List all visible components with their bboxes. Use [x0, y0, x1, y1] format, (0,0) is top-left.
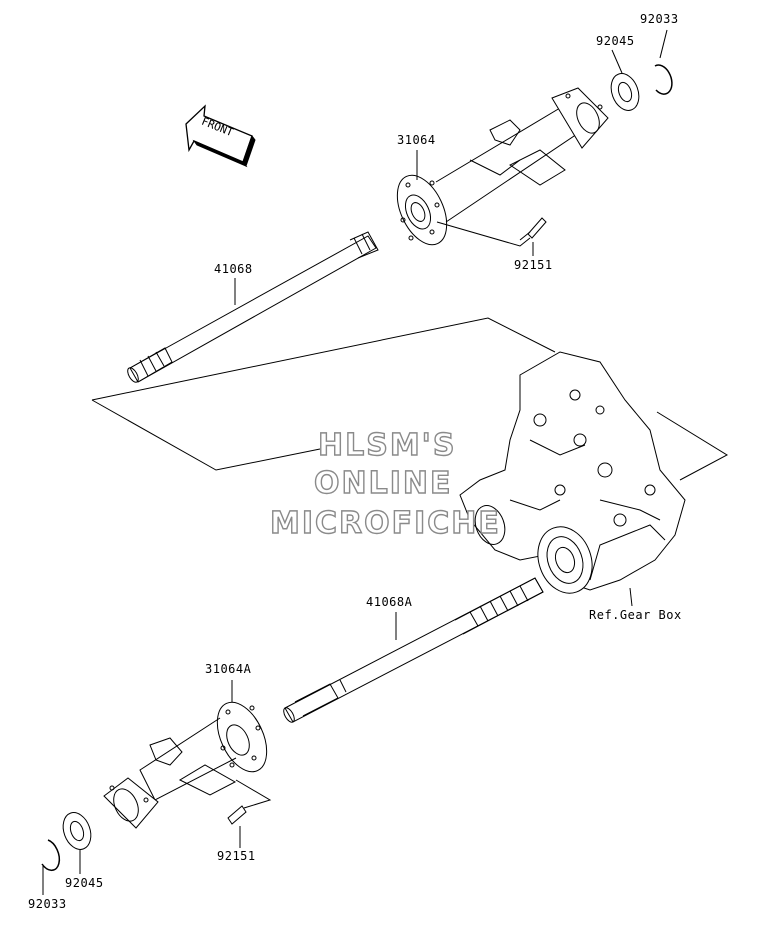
label-41068A: 41068A	[366, 595, 413, 609]
label-92151-bottom: 92151	[217, 849, 256, 863]
watermark-line-3: MICROFICHE	[269, 505, 501, 541]
front-arrow-icon: FRONT	[185, 104, 256, 168]
label-31064A: 31064A	[205, 662, 252, 676]
bearing-92045-bottom	[62, 812, 92, 850]
watermark-line-2: ONLINE	[313, 465, 453, 501]
watermark-line-1: HLSM'S	[317, 427, 457, 463]
circlip-92033-bottom	[41, 839, 61, 872]
label-31064: 31064	[397, 133, 436, 147]
label-92045-bottom: 92045	[65, 876, 104, 890]
label-ref-gear-box: Ref.Gear Box	[589, 608, 682, 622]
axle-shaft-41068	[127, 231, 379, 383]
label-92045-top: 92045	[596, 34, 635, 48]
gear-box	[459, 351, 686, 594]
bearing-92045-top	[610, 73, 640, 111]
label-41068: 41068	[214, 262, 253, 276]
label-92151-top: 92151	[514, 258, 553, 272]
label-92033-bottom: 92033	[28, 897, 67, 911]
axle-housing-31064A	[103, 701, 268, 829]
bolt-92151-top	[519, 217, 547, 241]
circlip-92033-top	[654, 64, 673, 95]
axle-housing-31064	[396, 87, 609, 246]
bolt-92151-bottom	[227, 779, 272, 825]
axle-shaft-41068A	[283, 577, 544, 723]
label-92033-top: 92033	[640, 12, 679, 26]
